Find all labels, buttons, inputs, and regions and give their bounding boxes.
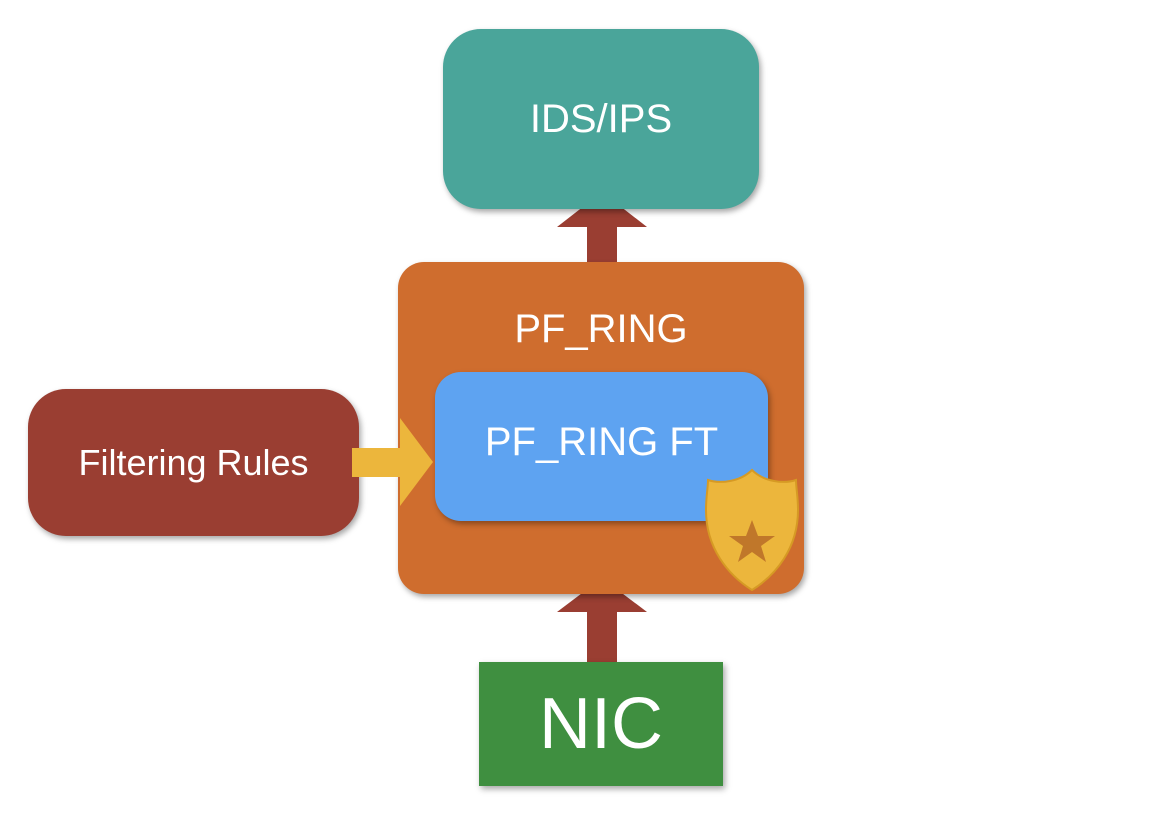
filtering-rules-node: Filtering Rules (28, 389, 359, 536)
pfring-ft-label: PF_RING FT (484, 420, 719, 464)
pfring-label: PF_RING (514, 307, 688, 351)
nic-label: NIC (539, 684, 663, 764)
ids-ips-node: IDS/IPS (443, 29, 759, 209)
nic-node: NIC (479, 662, 723, 786)
ids-ips-label: IDS/IPS (529, 96, 673, 141)
filtering-rules-label: Filtering Rules (78, 441, 309, 483)
pfring-ft-node: PF_RING FT (435, 372, 768, 521)
